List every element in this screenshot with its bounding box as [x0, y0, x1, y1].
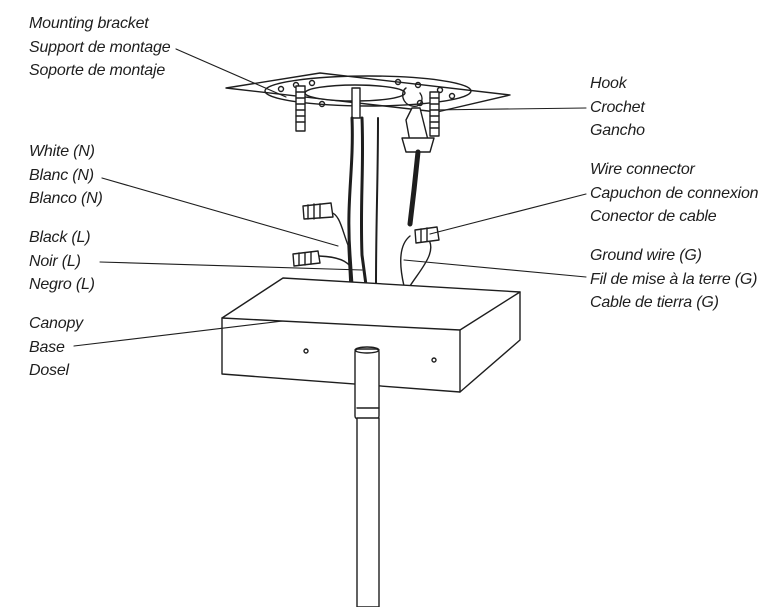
hook [401, 87, 435, 153]
label-black-live: Black (L) Noir (L) Negro (L) [29, 226, 95, 297]
label-white-neutral: White (N) Blanc (N) Blanco (N) [29, 140, 103, 211]
label-mounting-bracket-es: Soporte de montaje [29, 62, 166, 79]
stem [354, 346, 380, 607]
label-wire-connector: Wire connector Capuchon de connexion Con… [590, 158, 759, 229]
label-white-neutral-fr: Blanc (N) [29, 166, 94, 184]
label-wire-connector-fr: Capuchon de connexion [590, 184, 759, 202]
mounting-bracket [225, 72, 511, 137]
label-canopy-en: Canopy [29, 315, 83, 332]
canopy [221, 277, 521, 393]
label-canopy-fr: Base [29, 338, 65, 356]
label-hook: Hook Crochet Gancho [590, 72, 645, 143]
label-ground-wire-en: Ground wire (G) [590, 247, 702, 264]
label-hook-en: Hook [590, 75, 627, 92]
label-mounting-bracket-fr: Support de montage [29, 38, 171, 56]
label-canopy: Canopy Base Dosel [29, 312, 83, 383]
label-hook-es: Gancho [590, 122, 645, 139]
label-hook-fr: Crochet [590, 98, 645, 116]
label-black-live-en: Black (L) [29, 229, 91, 246]
ground-wire [399, 235, 411, 287]
label-wire-connector-es: Conector de cable [590, 208, 717, 225]
label-ground-wire: Ground wire (G) Fil de mise à la terre (… [590, 244, 757, 315]
suspension-cable [407, 149, 421, 227]
wire-connector [292, 202, 440, 267]
label-mounting-bracket: Mounting bracket Support de montage Sopo… [29, 12, 171, 83]
label-wire-connector-en: Wire connector [590, 161, 695, 178]
label-black-live-es: Negro (L) [29, 276, 95, 293]
label-ground-wire-fr: Fil de mise à la terre (G) [590, 270, 758, 288]
label-white-neutral-es: Blanco (N) [29, 190, 103, 207]
label-mounting-bracket-en: Mounting bracket [29, 15, 149, 32]
white-wire [329, 211, 351, 287]
label-ground-wire-es: Cable de tierra (G) [590, 294, 719, 311]
label-canopy-es: Dosel [29, 362, 69, 379]
leader-lines [73, 48, 587, 347]
label-white-neutral-en: White (N) [29, 143, 95, 160]
label-black-live-fr: Noir (L) [29, 252, 81, 270]
